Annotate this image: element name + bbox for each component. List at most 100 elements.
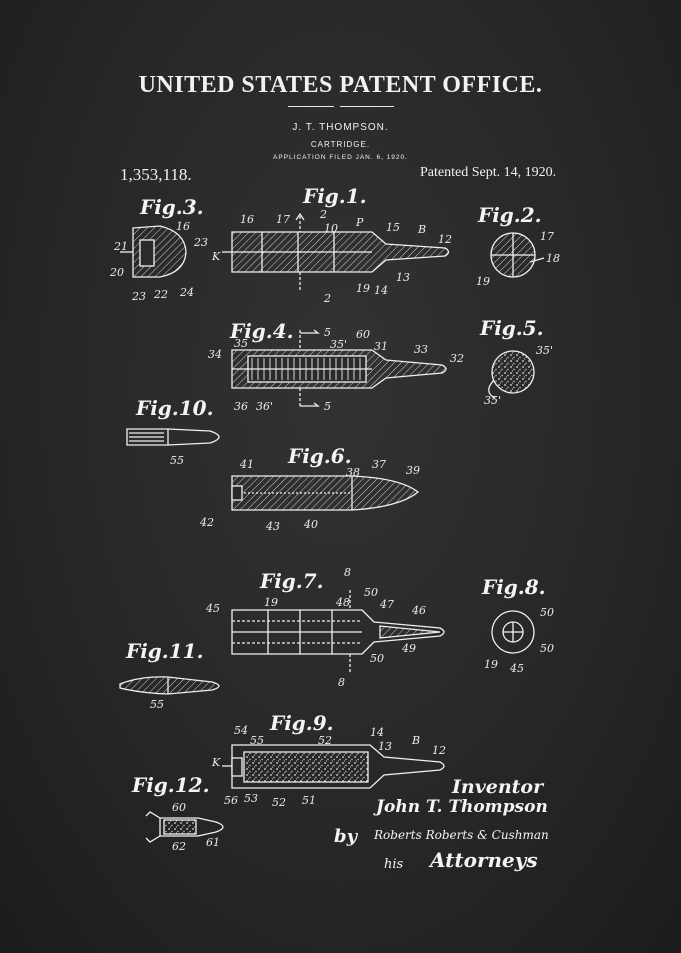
ref-numeral: 17 (276, 213, 290, 226)
ref-numeral: 18 (546, 252, 560, 265)
fig8-drawing (491, 610, 535, 654)
fig11-label: Fig.11. (125, 639, 204, 663)
ref-numeral: 19 (264, 596, 278, 609)
fig9-drawing (222, 744, 445, 789)
ref-numeral: 35' (536, 344, 553, 357)
ref-numeral: 13 (378, 740, 392, 753)
ref-numeral: 5 (324, 400, 331, 413)
ref-numeral: 15 (386, 221, 400, 234)
ref-numeral: K (211, 756, 221, 769)
fig12-drawing (145, 811, 224, 843)
ref-numeral: 50 (370, 652, 384, 665)
ref-numeral: 53 (244, 792, 258, 805)
his-label: his (384, 857, 404, 872)
fig6-drawing (231, 475, 420, 511)
fig6-label: Fig.6. (287, 444, 352, 468)
ref-numeral: 12 (438, 233, 452, 246)
ref-numeral: 46 (411, 604, 426, 617)
fig10-drawing (126, 428, 220, 446)
ref-numeral: 19 (476, 275, 490, 288)
ref-numeral: 36' (256, 400, 273, 413)
ref-numeral: 20 (109, 266, 124, 279)
ref-numeral: B (411, 734, 420, 747)
ref-numeral: 13 (396, 271, 410, 284)
inventor-heading: J. T. THOMPSON. (292, 122, 389, 133)
attorneys-label: Attorneys (430, 848, 538, 872)
ref-numeral: 21 (113, 240, 128, 253)
ref-numeral: B (417, 223, 426, 236)
ref-numeral: K (211, 250, 221, 263)
ref-numeral: 52 (272, 796, 286, 809)
patent-office-title: UNITED STATES PATENT OFFICE. (138, 72, 543, 98)
ref-numeral: 60 (172, 801, 186, 814)
ref-numeral: 48 (335, 596, 350, 609)
ref-numeral: 19 (484, 658, 498, 671)
ref-numeral: 31 (374, 340, 388, 353)
ref-numeral: 10 (324, 222, 338, 235)
ref-numeral: 54 (234, 724, 248, 737)
ref-numeral: 52 (318, 734, 332, 747)
fig5-drawing (488, 350, 535, 399)
ref-numeral: 55 (150, 698, 164, 711)
ref-numeral: 35' (330, 338, 347, 351)
application-filed: APPLICATION FILED JAN. 6, 1920. (273, 154, 408, 161)
fig9-label: Fig.9. (269, 711, 334, 735)
ref-numeral: 62 (172, 840, 186, 853)
fig3-label: Fig.3. (139, 195, 204, 219)
ref-numeral: 51 (302, 794, 316, 807)
patent-number: 1,353,118. (120, 165, 192, 184)
header-rule-right (340, 106, 394, 107)
ref-numeral: 43 (265, 520, 280, 533)
fig2-drawing (490, 232, 545, 278)
ref-numeral: 33 (414, 343, 428, 356)
ref-numeral: 49 (401, 642, 416, 655)
ref-numeral: 42 (199, 516, 214, 529)
inventor-signature: John T. Thompson (376, 797, 548, 817)
ref-numeral: 22 (153, 288, 168, 301)
fig1-label: Fig.1. (302, 184, 367, 208)
fig12-label: Fig.12. (131, 773, 210, 797)
ref-numeral: 39 (406, 464, 420, 477)
ref-numeral: 16 (176, 220, 190, 233)
ref-numeral: 56 (224, 794, 238, 807)
patent-date: Patented Sept. 14, 1920. (420, 165, 557, 180)
ref-numeral: 16 (240, 213, 254, 226)
ref-numeral: 5 (324, 326, 331, 339)
fig3-drawing (120, 225, 187, 278)
ref-numeral: 40 (303, 518, 318, 531)
ref-numeral: 50 (540, 642, 554, 655)
ref-numeral: 24 (179, 286, 194, 299)
ref-numeral: 34 (208, 348, 222, 361)
fig8-label: Fig.8. (481, 575, 546, 599)
header-rule-left (288, 106, 334, 107)
invention-title: CARTRIDGE. (310, 140, 371, 149)
ref-numeral: 37 (372, 458, 386, 471)
ref-numeral: 36 (234, 400, 248, 413)
ref-numeral: 35' (484, 394, 501, 407)
attorney-firm-signature: Roberts Roberts & Cushman (374, 828, 549, 842)
ref-numeral: 14 (374, 284, 388, 297)
fig4-label: Fig.4. (229, 319, 294, 343)
ref-numeral: 23 (131, 290, 146, 303)
fig11-drawing (119, 676, 220, 695)
ref-numeral: 61 (206, 836, 220, 849)
ref-numeral: 8 (344, 566, 351, 579)
ref-numeral: 2 (323, 292, 331, 305)
ref-numeral: 2 (319, 208, 327, 221)
ref-numeral: 17 (540, 230, 554, 243)
ref-numeral: 47 (379, 598, 394, 611)
ref-numeral: 23 (193, 236, 208, 249)
ref-numeral: 55 (250, 734, 264, 747)
ref-numeral: 50 (364, 586, 378, 599)
ref-numeral: 38 (346, 466, 360, 479)
fig10-label: Fig.10. (135, 396, 214, 420)
fig1-drawing (222, 212, 450, 292)
ref-numeral: 14 (370, 726, 384, 739)
ref-numeral: 41 (239, 458, 254, 471)
fig4-drawing (231, 329, 447, 408)
ref-numeral: 19 (356, 282, 370, 295)
inventor-label: Inventor (452, 776, 544, 798)
ref-numeral: 35 (234, 337, 248, 350)
